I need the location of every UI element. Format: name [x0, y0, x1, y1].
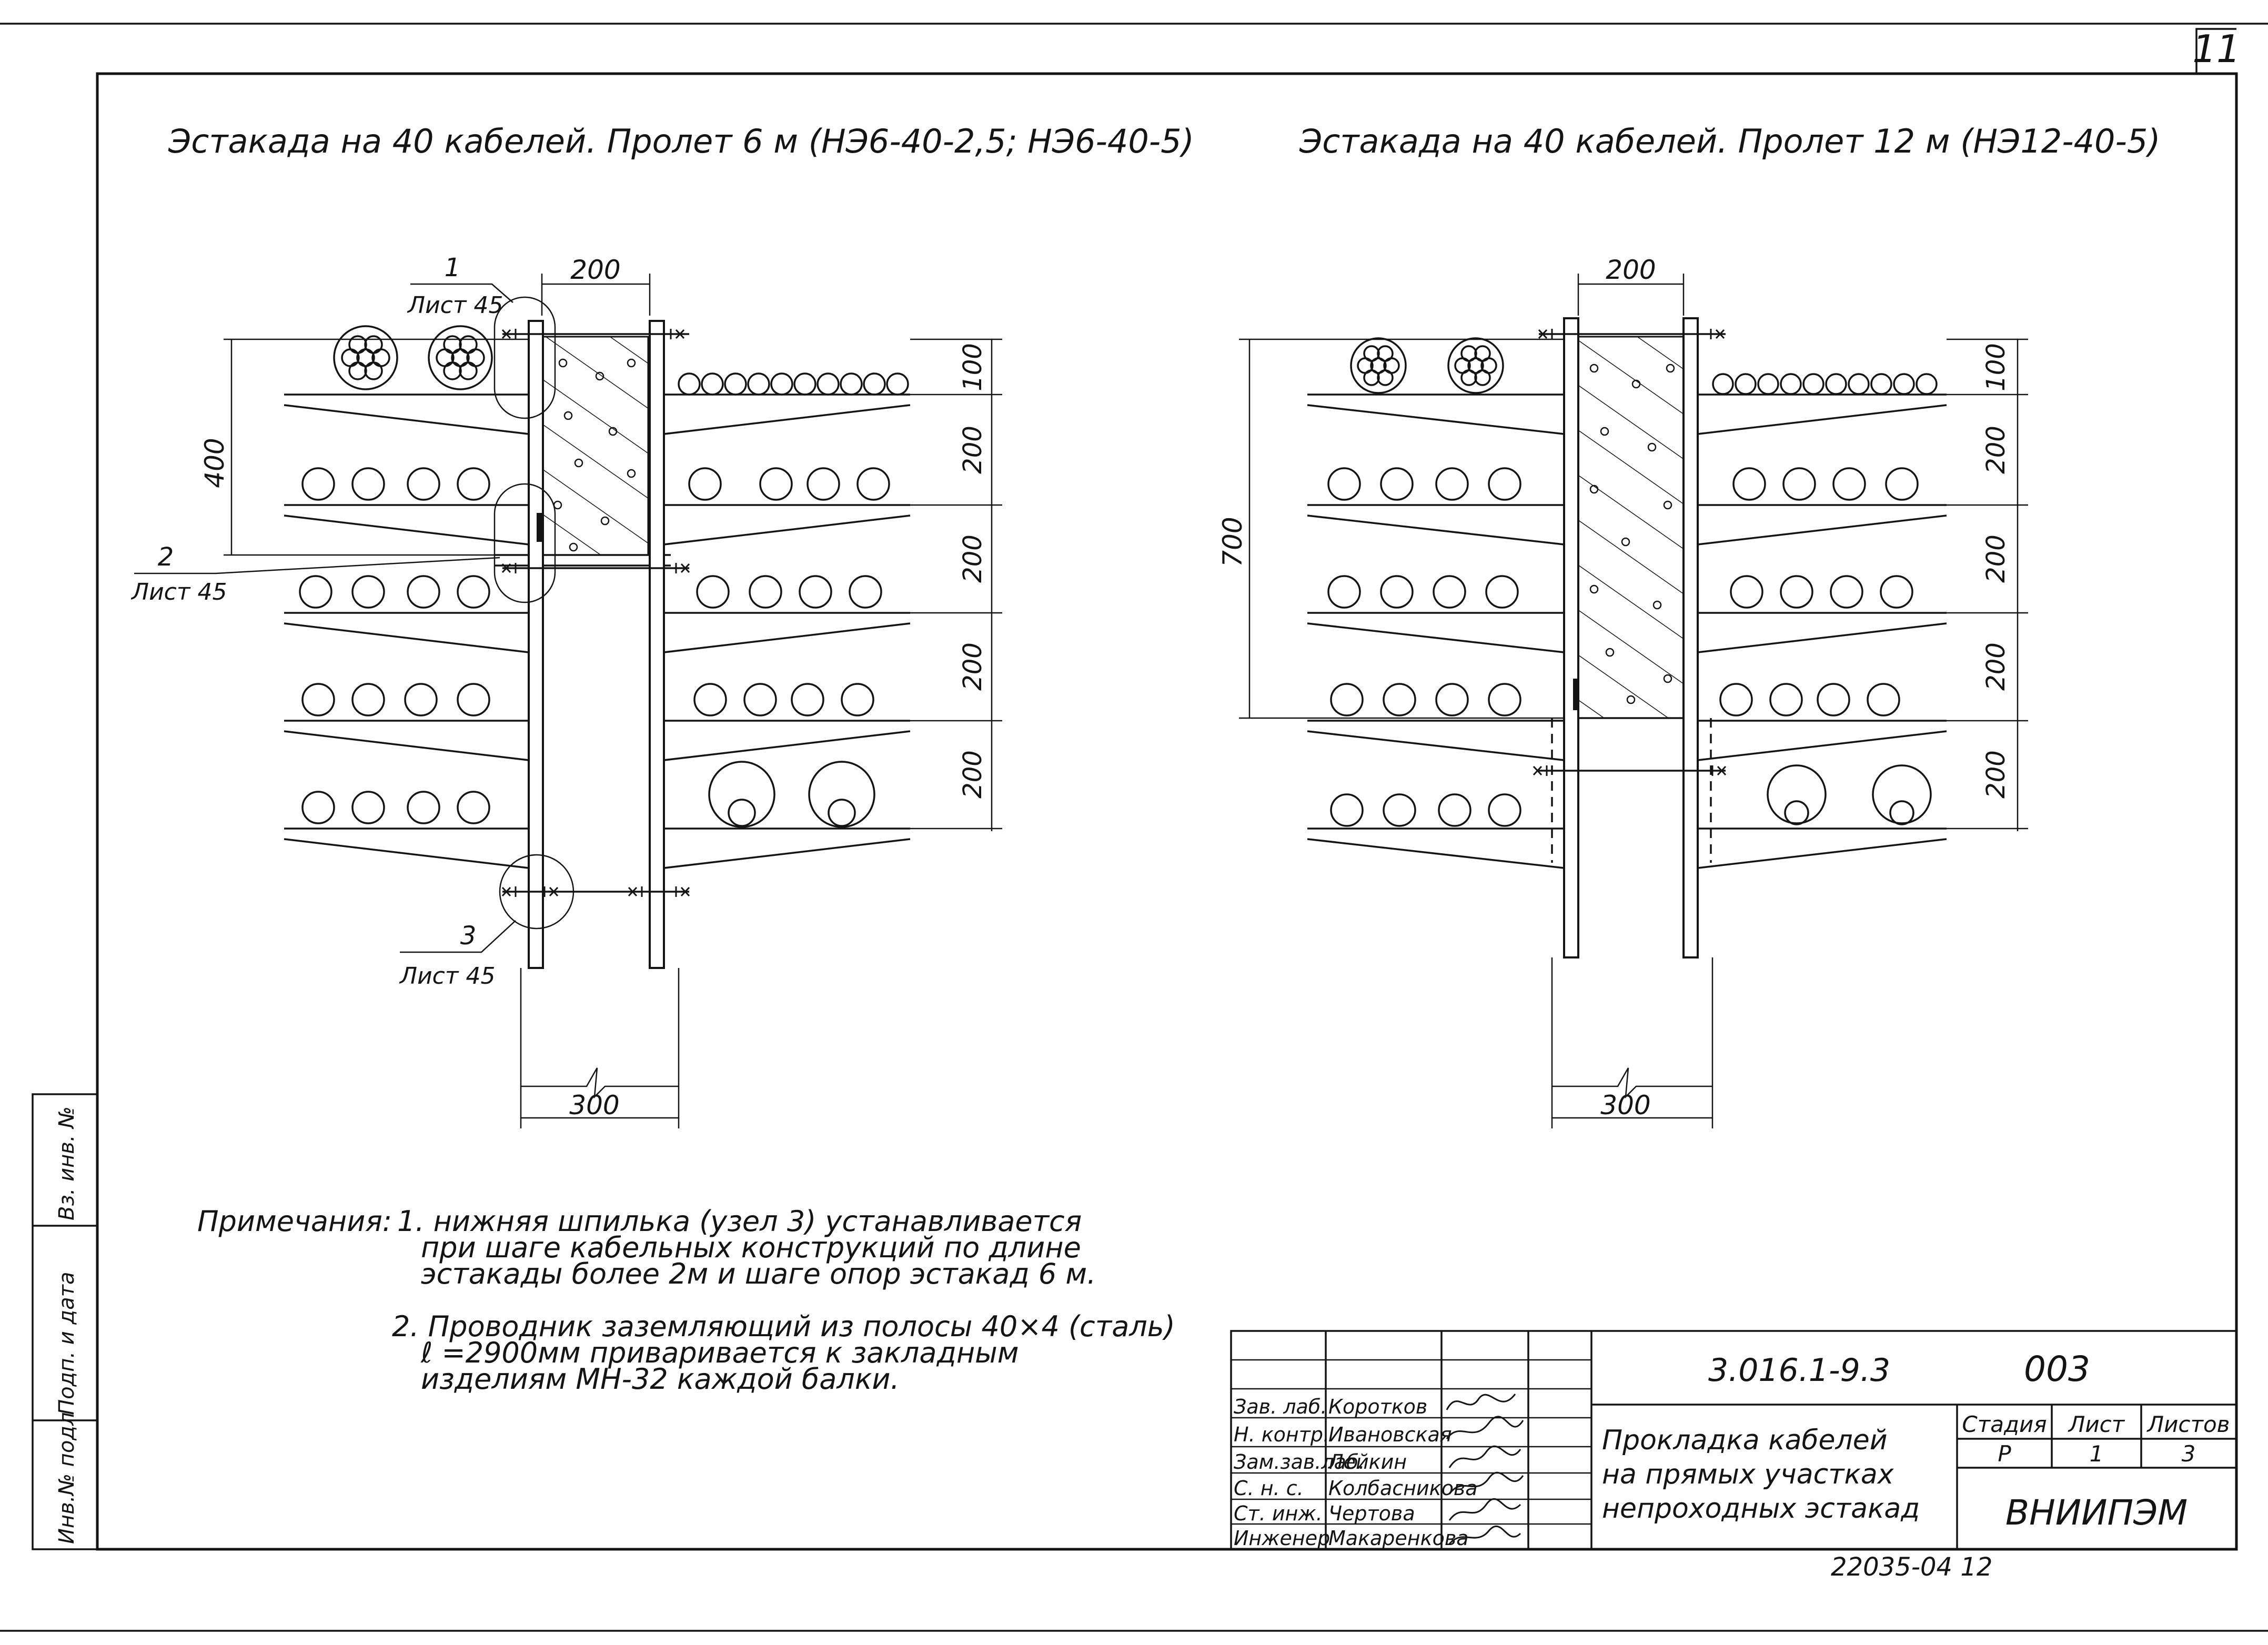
- sheet-header: Лист: [2068, 1411, 2125, 1437]
- stage-value: Р: [1998, 1441, 2011, 1467]
- right-dim-tier-1: 100: [1981, 343, 2011, 391]
- sig-name-2: Ивановская: [1328, 1423, 1452, 1446]
- right-shelves-right: [1697, 393, 1947, 869]
- sig-name-1: Коротков: [1328, 1395, 1427, 1418]
- sig-name-5: Чертова: [1328, 1502, 1415, 1525]
- left-dim-height-value: 400: [199, 438, 230, 488]
- signature-scribbles: [1446, 1394, 1524, 1545]
- left-dim-base-value: 300: [569, 1090, 619, 1121]
- right-dim-height: [1239, 338, 1564, 719]
- doc-code: 3.016.1-9.3: [1708, 1352, 1890, 1389]
- left-dim-top-value: 200: [570, 255, 620, 285]
- title-block: Зав. лаб. Коротков Н. контр. Ивановская …: [1230, 1330, 2237, 1582]
- title-line-3: непроходных эстакад: [1602, 1493, 1920, 1525]
- right-view: Эстакада на 40 кабелей. Пролет 12 м (НЭ1…: [1217, 122, 2161, 1128]
- left-post-right: [649, 320, 665, 969]
- right-dim-tier-4: 200: [1981, 642, 2011, 691]
- right-nut-marks: [1533, 329, 1727, 776]
- right-foundation-hatch: [1577, 336, 1685, 719]
- left-foundation-hatch: [542, 336, 649, 556]
- right-concrete-dots: [1589, 364, 1675, 704]
- left-dim-height: [224, 338, 529, 556]
- node2-sheet: Лист 45: [130, 579, 227, 605]
- note2-line3: изделиям МН-32 каждой балки.: [421, 1363, 900, 1396]
- title-line-1: Прокладка кабелей: [1602, 1425, 1888, 1456]
- sig-name-4: Колбасникова: [1328, 1477, 1478, 1500]
- right-view-title: Эстакада на 40 кабелей. Пролет 12 м (НЭ1…: [1299, 122, 2161, 160]
- right-dim-tier-3: 200: [1981, 534, 2011, 583]
- sig-role-2: Н. контр.: [1234, 1423, 1329, 1446]
- node2-number: 2: [158, 542, 174, 572]
- sig-role-1: Зав. лаб.: [1234, 1395, 1327, 1418]
- sheets-header: Листов: [2146, 1411, 2230, 1437]
- page-number: 11: [2192, 27, 2241, 71]
- organization: ВНИИПЭМ: [2005, 1492, 2188, 1533]
- note1-line1: 1. нижняя шпилька (узел 3) устанавливает…: [397, 1205, 1082, 1238]
- doc-num: 003: [2024, 1349, 2090, 1389]
- node3-number: 3: [460, 921, 477, 951]
- left-dim-tier-5: 200: [958, 750, 987, 799]
- title-line-2: на прямых участках: [1602, 1459, 1894, 1490]
- side-label-inv-podl: Инв.№ подл: [55, 1412, 79, 1544]
- left-view: Эстакада на 40 кабелей. Пролет 6 м (НЭ6-…: [130, 122, 1194, 1128]
- sheet-frame: [0, 23, 2268, 1632]
- left-nut-marks: [501, 329, 690, 897]
- sheets-value: 3: [2182, 1441, 2196, 1467]
- sig-role-3: Зам.зав.лаб.: [1234, 1450, 1365, 1474]
- left-dim-tier-3: 200: [958, 534, 987, 583]
- node1-number: 1: [445, 253, 461, 282]
- side-label-podp-data: Подп. и дата: [55, 1272, 79, 1415]
- left-view-title: Эстакада на 40 кабелей. Пролет 6 м (НЭ6-…: [168, 122, 1194, 160]
- notes: Примечания: 1. нижняя шпилька (узел 3) у…: [197, 1205, 1175, 1396]
- sig-name-6: Макаренкова: [1328, 1527, 1469, 1550]
- left-dim-tier-1: 100: [958, 343, 987, 391]
- right-post-right: [1682, 317, 1699, 958]
- note1-line2: при шаге кабельных конструкций по длине: [421, 1231, 1081, 1264]
- note1-line3: эстакады более 2м и шаге опор эстакад 6 …: [421, 1257, 1096, 1290]
- notes-heading: Примечания:: [197, 1205, 392, 1238]
- right-cables: [1327, 337, 1938, 827]
- right-dim-tier-5: 200: [1981, 750, 2011, 799]
- right-dim-tier-2: 200: [1981, 426, 2011, 474]
- stage-header: Стадия: [1962, 1411, 2047, 1437]
- left-dim-tier-2: 200: [958, 426, 987, 474]
- sig-role-6: Инженер: [1234, 1527, 1330, 1550]
- side-label-vz-inv: Вз. инв. №: [55, 1106, 79, 1220]
- right-post-left: [1563, 317, 1579, 958]
- left-shelves-right: [663, 393, 911, 869]
- sig-role-5: Ст. инж.: [1234, 1502, 1323, 1525]
- right-dim-height-value: 700: [1217, 517, 1248, 567]
- note2-line2: ℓ =2900мм приваривается к закладным: [420, 1336, 1019, 1369]
- left-node-callouts: [134, 283, 574, 953]
- sig-name-3: Лейкин: [1327, 1450, 1407, 1474]
- sig-role-4: С. н. с.: [1234, 1477, 1304, 1500]
- node1-sheet: Лист 45: [407, 292, 503, 319]
- footer-code: 22035-04 12: [1831, 1552, 1992, 1582]
- node3-sheet: Лист 45: [399, 963, 495, 990]
- right-dim-base-value: 300: [1600, 1090, 1650, 1121]
- right-dim-top-value: 200: [1606, 255, 1656, 285]
- left-dim-tier-4: 200: [958, 642, 987, 691]
- left-dim-base: [520, 968, 680, 1128]
- left-dim-top: [541, 274, 651, 316]
- left-concrete-dots: [553, 358, 636, 552]
- left-shelves-left: [284, 393, 529, 869]
- right-dim-base: [1551, 957, 1713, 1128]
- left-dim-chain: [910, 338, 1002, 831]
- right-shelves-left: [1307, 393, 1565, 869]
- sheet-value: 1: [2090, 1441, 2104, 1467]
- left-cables: [299, 325, 909, 828]
- right-dim-chain: [1947, 338, 2028, 831]
- right-dim-top: [1577, 274, 1685, 316]
- note2-line1: 2. Проводник заземляющий из полосы 40×4 …: [392, 1310, 1175, 1343]
